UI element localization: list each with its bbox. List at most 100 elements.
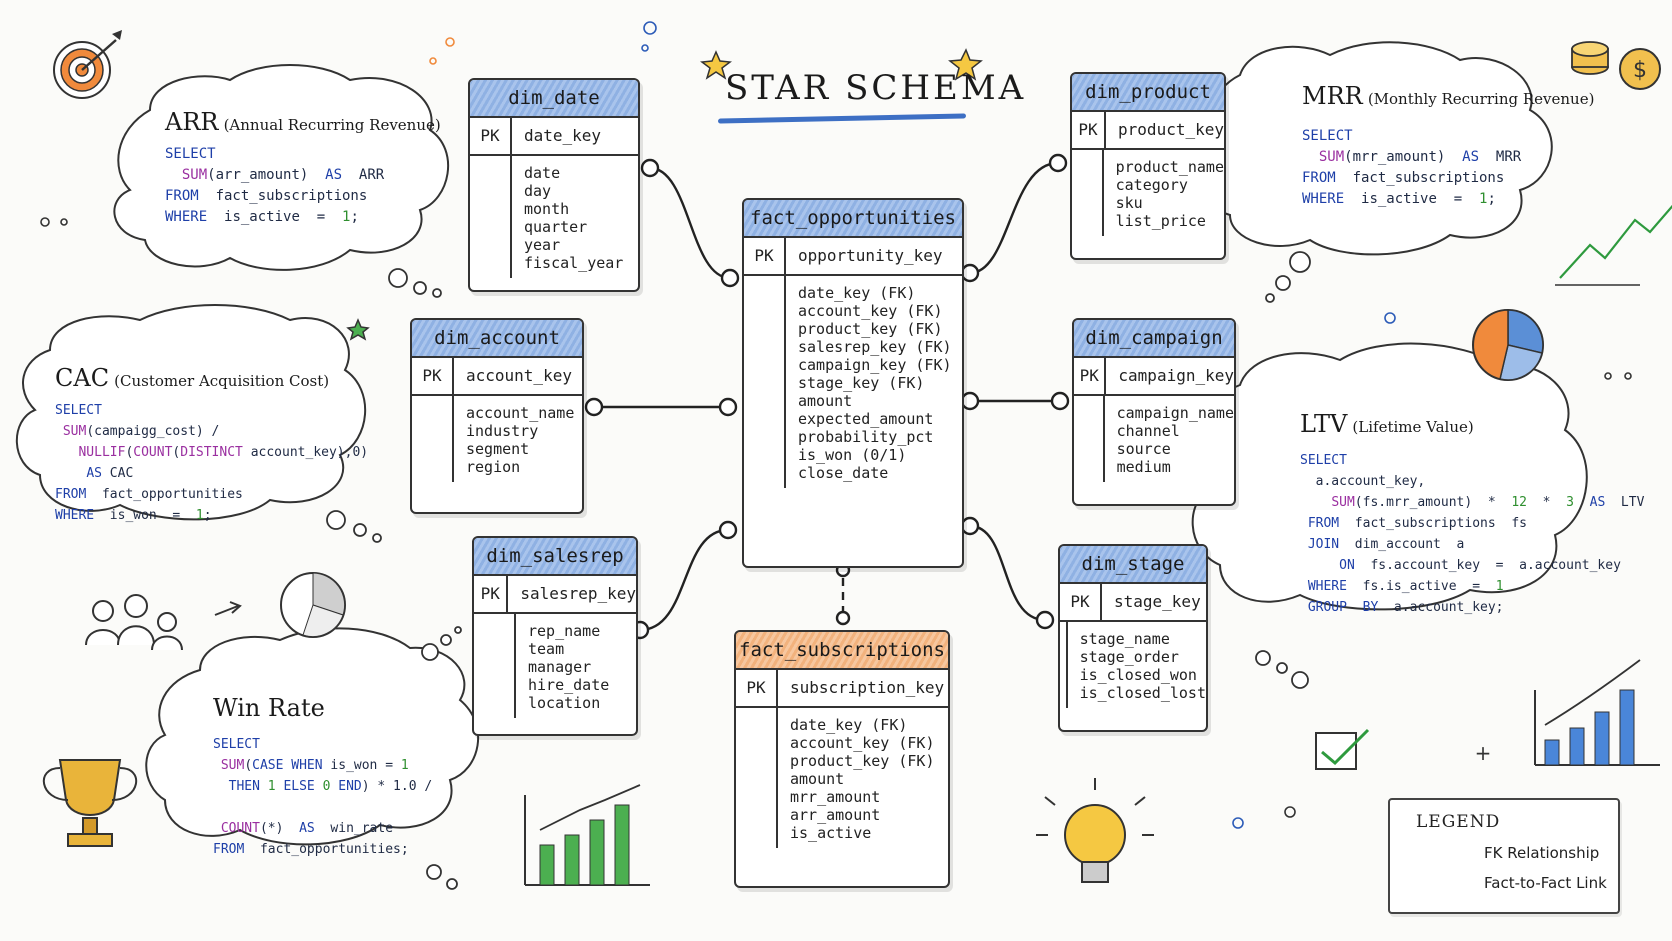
pk-field: stage_key: [1114, 592, 1201, 611]
field-item: month: [524, 200, 570, 218]
winrate-cloud: [145, 627, 479, 846]
target-icon: [53, 30, 122, 99]
pk-label: PK: [736, 670, 778, 706]
sql-line: SELECT: [165, 146, 216, 162]
pk-label: PK: [474, 576, 509, 612]
field-item: segment: [466, 440, 530, 458]
rel-salesrep: [639, 528, 729, 632]
sql-line: WHERE is_active = 1;: [165, 209, 359, 225]
sql-line: GROUP BY a.account_key;: [1307, 600, 1504, 615]
sql-line: THEN 1 ELSE 0 END) * 1.0 /: [228, 779, 433, 794]
field-item: probability_pct: [798, 428, 934, 446]
field-list: date_key (FK)account_key (FK)product_key…: [786, 276, 952, 488]
bar-chart-icon: [524, 784, 650, 886]
table-name: dim_stage: [1060, 546, 1206, 584]
star-icon: [346, 48, 983, 341]
field-item: is_closed_won: [1079, 666, 1197, 684]
field-item: product_key (FK): [798, 320, 943, 338]
field-item: team: [528, 640, 565, 658]
legend-title: LEGEND: [1416, 812, 1501, 832]
field-list: date_key (FK)account_key (FK)product_key…: [778, 708, 935, 848]
pk-field: subscription_key: [790, 678, 945, 697]
pk-label: PK: [412, 358, 454, 394]
pk-label: PK: [744, 238, 786, 274]
sql-line: a.account_key,: [1300, 474, 1426, 489]
fk-relationships: [594, 161, 1060, 632]
table-name: dim_product: [1072, 74, 1224, 112]
svg-text:$: $: [1633, 58, 1647, 83]
pk-field: opportunity_key: [798, 246, 943, 265]
cloud-shapes: [15, 41, 1588, 846]
sql-line: FROM fact_subscriptions: [165, 188, 368, 204]
sql-line: AS CAC: [86, 466, 134, 481]
field-item: category: [1115, 176, 1188, 194]
field-item: is_closed_lost: [1079, 684, 1206, 702]
field-item: quarter: [524, 218, 588, 236]
field-item: day: [524, 182, 552, 200]
field-item: amount: [798, 392, 853, 410]
table-name: dim_campaign: [1074, 320, 1234, 358]
field-item: stage_name: [1079, 630, 1170, 648]
metric-sql: SELECT a.account_key, SUM(fs.mrr_amount)…: [1300, 450, 1644, 618]
legend-fk-label: FK Relationship: [1484, 844, 1600, 862]
field-item: is_won (0/1): [798, 446, 907, 464]
sql-line: FROM fact_subscriptions fs: [1307, 516, 1527, 531]
pk-field: account_key: [466, 366, 572, 385]
sql-line: COUNT(*) AS win_rate: [220, 821, 394, 836]
sql-line: SUM(mrr_amount) AS MRR: [1318, 149, 1522, 165]
thought-bubbles: [326, 251, 1311, 890]
sql-line: NULLIF(COUNT(DISTINCT account_key),0): [78, 445, 369, 460]
metric-subtitle: (Lifetime Value): [1352, 418, 1474, 436]
field-item: product_key (FK): [790, 752, 935, 770]
pk-field: product_key: [1118, 120, 1224, 139]
pie-chart-gray-icon: [280, 572, 346, 638]
decorative-dots: [40, 21, 1632, 829]
pk-label: PK: [1074, 358, 1107, 394]
pie-chart-icon: [1472, 309, 1544, 381]
rel-stage: [969, 524, 1046, 622]
coins-icon: $: [1571, 41, 1661, 90]
metric-subtitle: (Customer Acquisition Cost): [114, 372, 330, 390]
legend: LEGEND FK Relationship Fact-to-Fact Link: [1388, 798, 1620, 914]
metric-sql: SELECT SUM(campaigg_cost) / NULLIF(COUNT…: [55, 400, 368, 526]
field-item: fiscal_year: [524, 254, 624, 272]
legend-fact-link-label: Fact-to-Fact Link: [1484, 874, 1607, 892]
field-item: manager: [528, 658, 592, 676]
field-item: mrr_amount: [790, 788, 881, 806]
pk-label: PK: [1072, 112, 1107, 148]
sql-line: SUM(fs.mrr_amount) * 12 * 3 AS LTV: [1331, 495, 1645, 510]
field-item: region: [466, 458, 521, 476]
field-item: campaign_key (FK): [798, 356, 952, 374]
sql-line: [213, 797, 432, 818]
pk-field: campaign_key: [1118, 366, 1234, 385]
rel-date: [649, 166, 731, 280]
bar-chart-blue-icon: [1534, 659, 1660, 766]
field-item: list_price: [1115, 212, 1206, 230]
table-name: dim_salesrep: [474, 538, 636, 576]
page-title: STAR SCHEMA: [725, 68, 1027, 108]
lightbulb-icon: [1036, 778, 1154, 883]
field-item: hire_date: [528, 676, 610, 694]
field-item: campaign_name: [1116, 404, 1234, 422]
sql-line: SUM(CASE WHEN is_won = 1: [220, 758, 409, 773]
trend-up-icon: [1555, 204, 1672, 286]
table-dim-campaign: dim_campaign PK campaign_key campaign_nam…: [1072, 318, 1236, 506]
arr-cloud: [113, 64, 449, 271]
sql-line: WHERE is_won = 1;: [55, 508, 212, 523]
sql-line: JOIN dim_account a: [1307, 537, 1465, 552]
sql-line: WHERE fs.is_active = 1: [1307, 579, 1504, 594]
field-item: account_name: [466, 404, 575, 422]
sql-line: FROM fact_opportunities;: [213, 842, 409, 857]
field-item: channel: [1116, 422, 1180, 440]
field-item: amount: [790, 770, 845, 788]
